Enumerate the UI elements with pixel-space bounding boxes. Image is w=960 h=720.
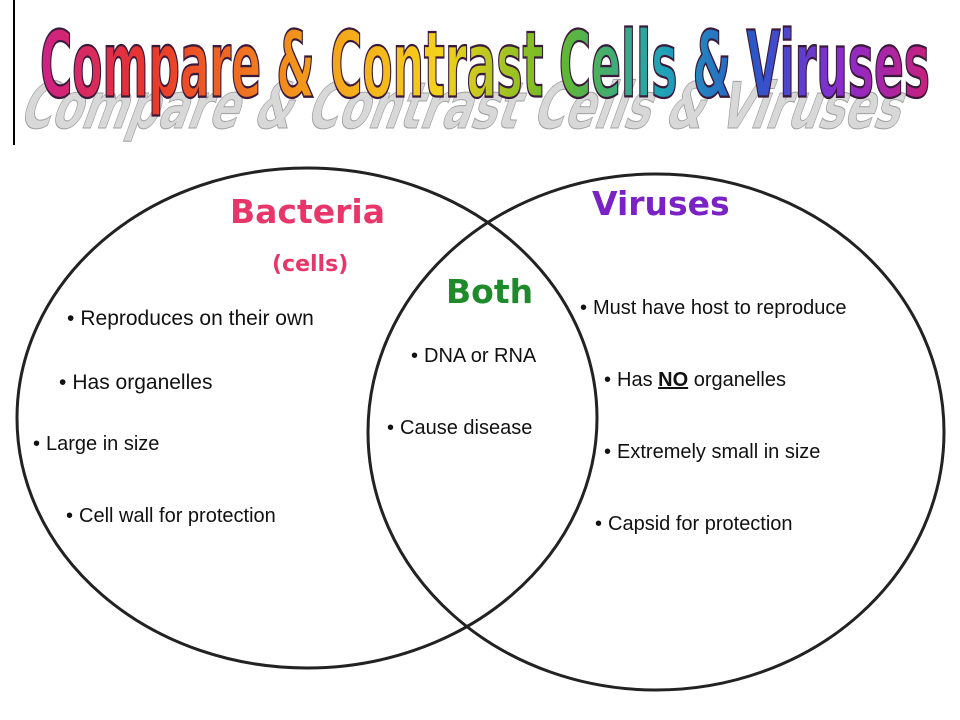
bullet-icon: • [33, 433, 41, 455]
viruses-item-emphasis: NO [658, 369, 689, 391]
page-title: Compare & Contrast Cells & Viruses [40, 12, 930, 119]
bacteria-item-text: Large in size [46, 433, 160, 455]
both-heading: Both [446, 272, 534, 311]
bacteria-circle [15, 166, 599, 670]
bullet-icon: • [595, 513, 603, 535]
bacteria-item: •Cell wall for protection [66, 505, 276, 528]
bullet-icon: • [387, 417, 395, 439]
both-item-text: DNA or RNA [424, 345, 537, 367]
bacteria-item-text: Cell wall for protection [79, 505, 276, 527]
both-item: •Cause disease [387, 417, 532, 440]
title-banner: Compare & Contrast Cells & Viruses Compa… [11, 0, 931, 145]
both-item: •DNA or RNA [411, 345, 536, 368]
bullet-icon: • [580, 297, 588, 319]
bacteria-item-text: Has organelles [72, 371, 213, 394]
bacteria-item: •Reproduces on their own [67, 307, 314, 331]
both-item-text: Cause disease [400, 417, 533, 439]
bacteria-item: •Has organelles [59, 371, 212, 395]
viruses-item-text: Has [617, 369, 659, 391]
viruses-item-text: Must have host to reproduce [593, 297, 847, 319]
bacteria-heading: Bacteria [230, 192, 385, 231]
viruses-item: •Extremely small in size [604, 441, 820, 464]
viruses-item-text: Extremely small in size [617, 441, 821, 463]
bullet-icon: • [67, 307, 75, 330]
viruses-heading: Viruses [592, 184, 730, 223]
bullet-icon: • [604, 441, 612, 463]
viruses-item: •Capsid for protection [595, 513, 793, 536]
viruses-circle [366, 172, 946, 692]
bullet-icon: • [411, 345, 419, 367]
viruses-item: •Has NO organelles [604, 369, 786, 392]
title-shadow: Compare & Contrast Cells & Viruses [12, 69, 919, 144]
bacteria-item: •Large in size [33, 433, 159, 456]
viruses-item-text: Capsid for protection [608, 513, 793, 535]
bullet-icon: • [59, 371, 67, 394]
bullet-icon: • [66, 505, 74, 527]
viruses-item: •Must have host to reproduce [580, 297, 847, 320]
bacteria-item-text: Reproduces on their own [80, 307, 314, 330]
bacteria-subheading: (cells) [272, 252, 349, 277]
viruses-item-text: organelles [688, 369, 786, 391]
bullet-icon: • [604, 369, 612, 391]
